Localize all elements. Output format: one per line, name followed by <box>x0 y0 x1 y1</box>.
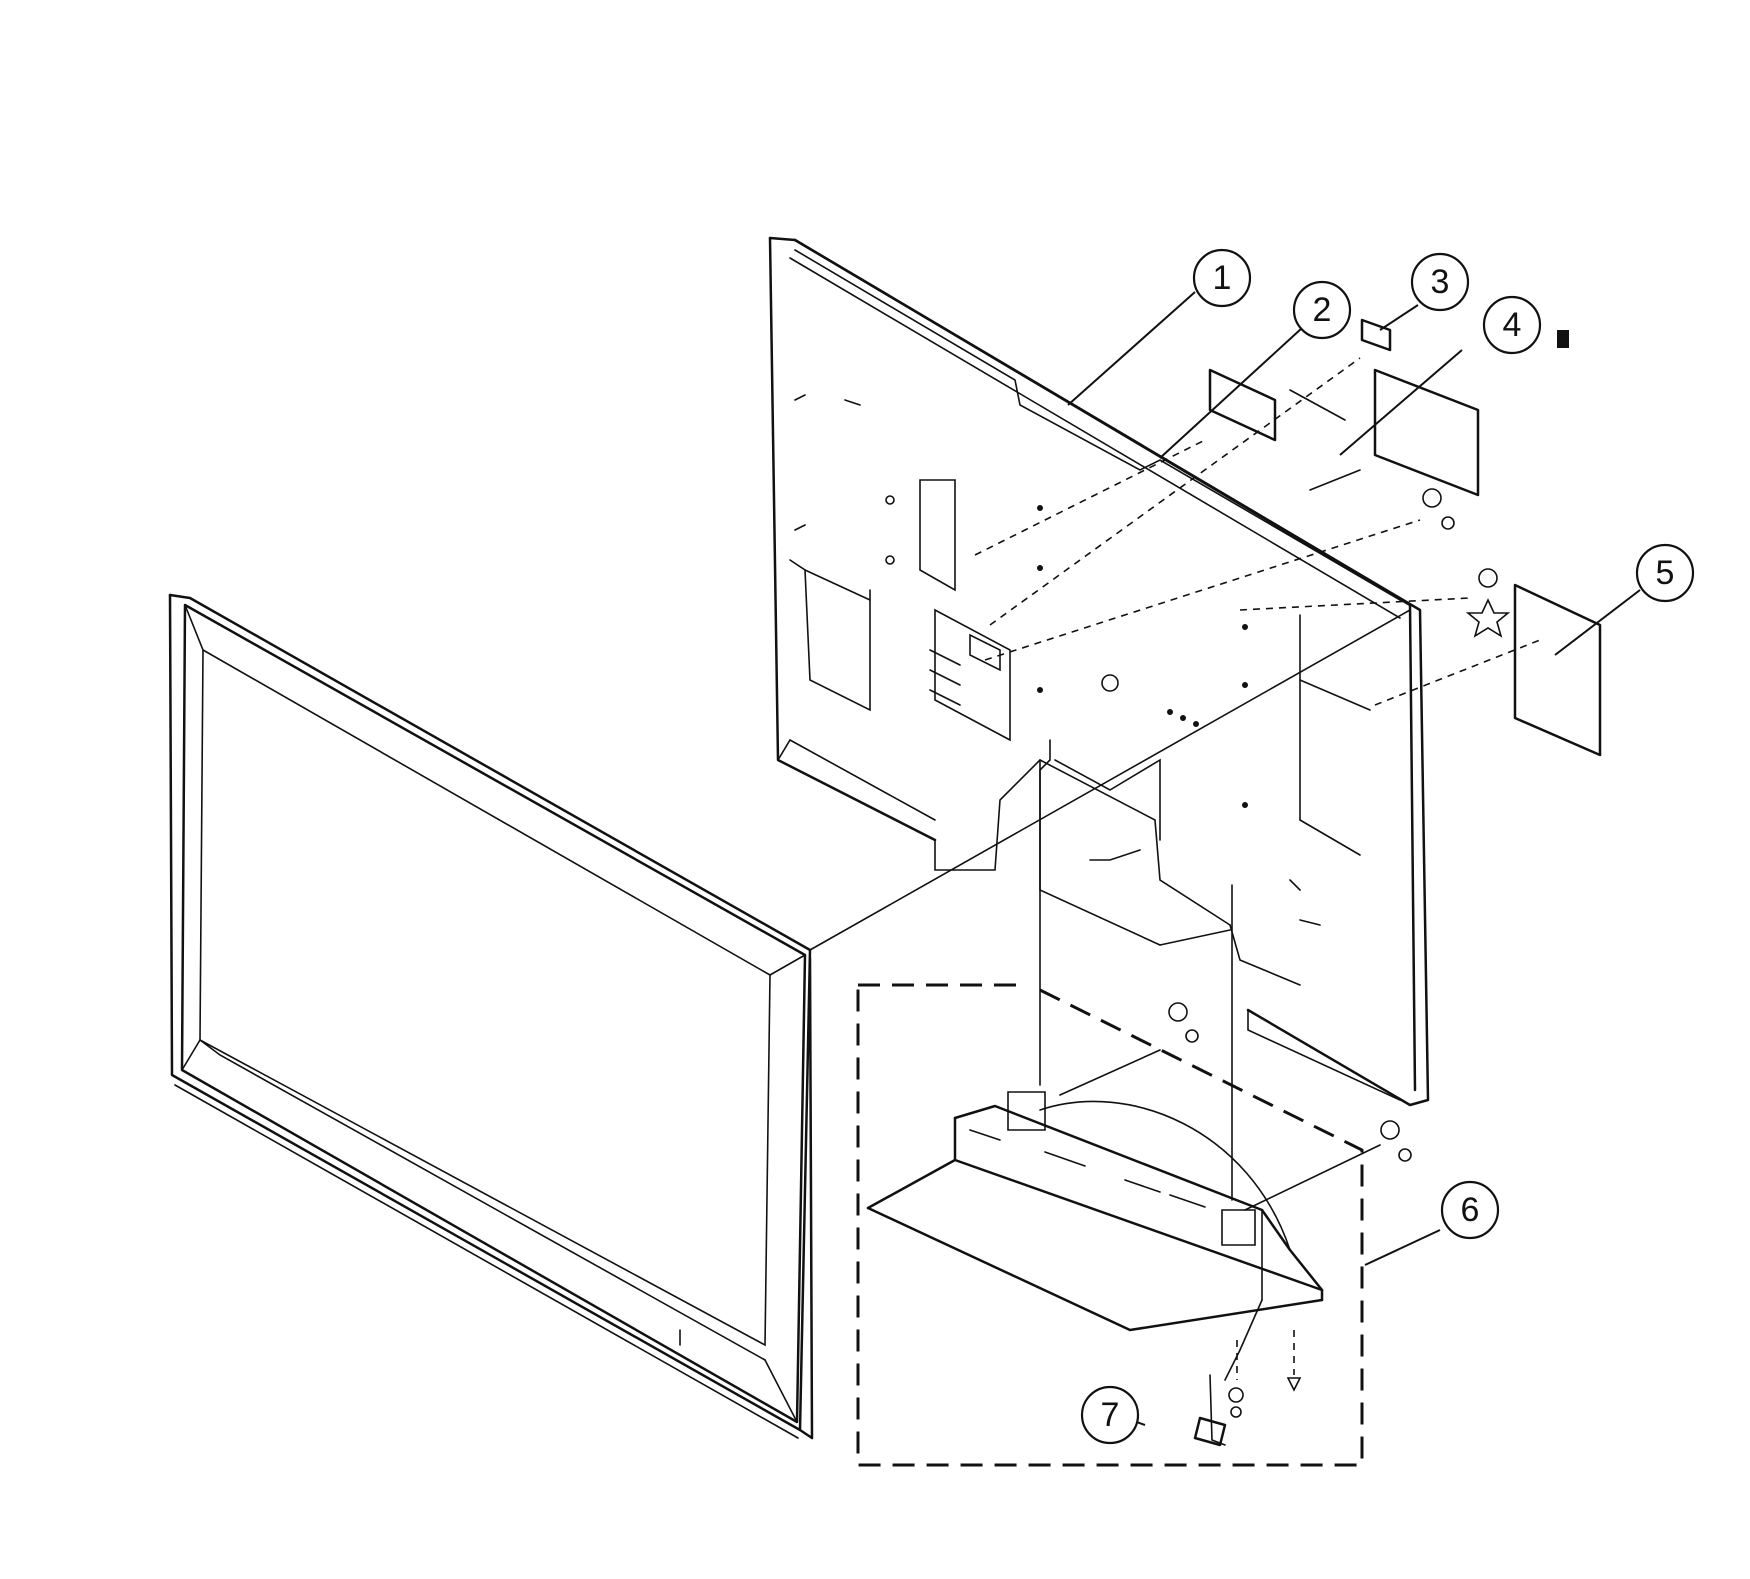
callout-2: 2 <box>1292 280 1352 340</box>
marker-square <box>1557 330 1569 348</box>
callout-7: 7 <box>1080 1385 1140 1445</box>
screw-top <box>1422 488 1455 530</box>
callout-3: 3 <box>1410 252 1470 312</box>
label-part-5 <box>1513 583 1602 757</box>
svg-text:3: 3 <box>1431 263 1450 301</box>
callout-5: 5 <box>1635 543 1695 603</box>
hinge-plate-part-7 <box>1193 1416 1227 1447</box>
rear-cabinet <box>768 236 1430 1107</box>
callout-leaders <box>1067 291 1641 1426</box>
stand-screws <box>1168 1002 1412 1418</box>
assembly-lines <box>809 357 1541 1380</box>
callout-1: 1 <box>1192 248 1252 308</box>
svg-text:5: 5 <box>1656 554 1675 592</box>
stand-boundary-box <box>856 983 1364 1467</box>
callout-4: 4 <box>1482 295 1542 355</box>
svg-text:2: 2 <box>1313 291 1332 329</box>
svg-text:1: 1 <box>1213 259 1232 297</box>
screw-star <box>1465 568 1511 638</box>
sheet-part-4 <box>1289 368 1480 497</box>
stand-assembly <box>866 1091 1324 1446</box>
label-part-2 <box>1208 368 1277 442</box>
svg-text:7: 7 <box>1101 1396 1120 1434</box>
front-bezel <box>168 593 814 1440</box>
clip-part-3 <box>1360 318 1392 352</box>
callout-6: 6 <box>1440 1180 1500 1240</box>
svg-text:4: 4 <box>1503 306 1522 344</box>
svg-text:6: 6 <box>1461 1191 1480 1229</box>
